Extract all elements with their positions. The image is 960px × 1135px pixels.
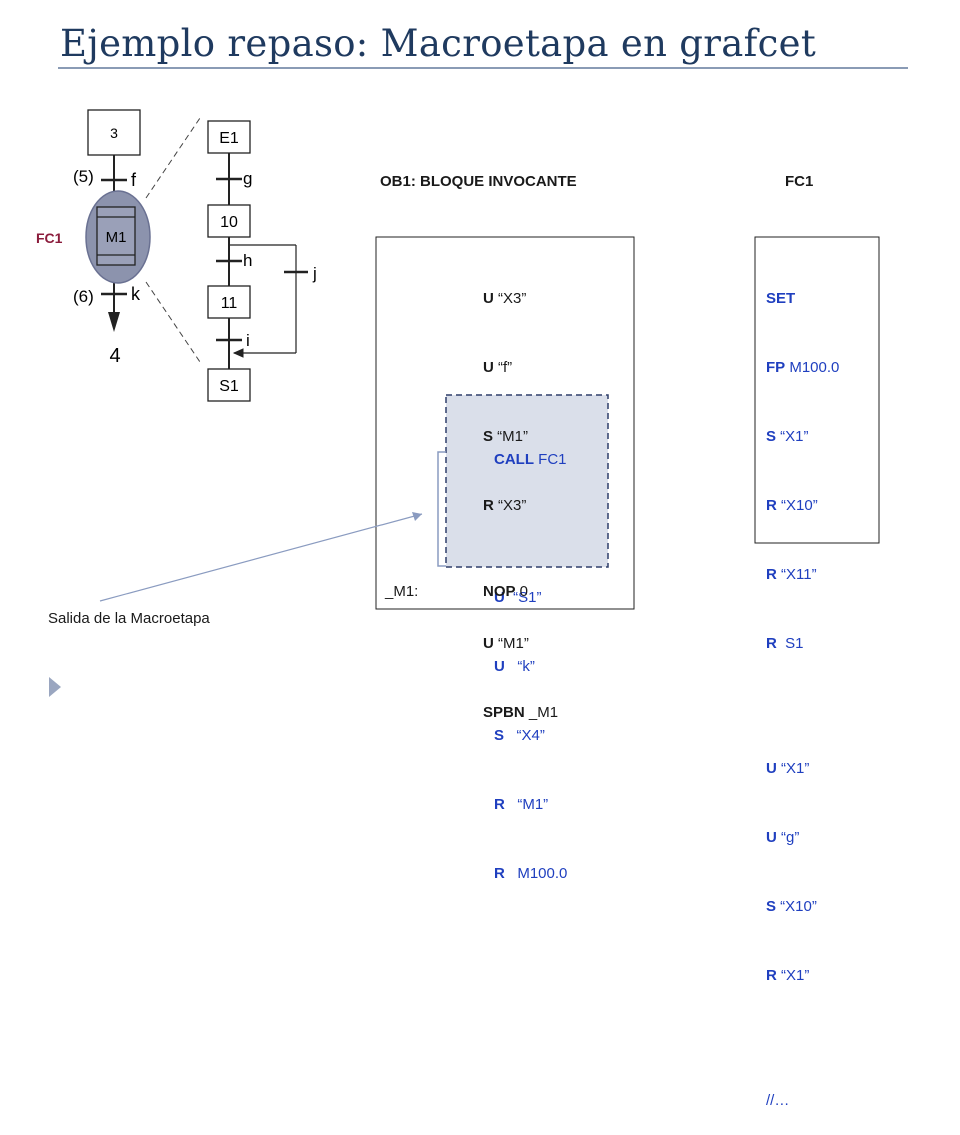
zoom-line-bottom: [145, 281, 201, 363]
code-line: U “f”: [483, 359, 513, 376]
code-line: //…: [766, 1092, 790, 1109]
step-4-label: 4: [109, 345, 120, 367]
step-3-label: 3: [110, 125, 118, 141]
ob1-heading: OB1: BLOQUE INVOCANTE: [380, 173, 577, 190]
ob1-end-line: NOP 0: [483, 583, 529, 600]
code-line: R “X1”: [766, 967, 810, 984]
zoom-line-top: [145, 117, 201, 199]
step-11-label: 11: [221, 295, 238, 312]
label-6: (6): [73, 287, 94, 306]
pointer-arrow-icon: [412, 512, 422, 521]
step-10-box: [207, 204, 251, 238]
step-3-box: [87, 109, 141, 156]
code-line: S “M1”: [483, 428, 529, 445]
code-line: R M100.0: [494, 865, 568, 882]
macro-label: M1: [106, 229, 127, 246]
call-highlight-box: [445, 394, 609, 568]
code-line: R “X10”: [766, 497, 818, 514]
code-line: U “X3”: [483, 290, 527, 307]
fc1-code-box: [754, 236, 880, 544]
code-line: U “X1”: [766, 760, 810, 777]
transition-g-label: g: [243, 169, 252, 188]
code-line: [766, 701, 839, 711]
code-line: [494, 517, 567, 540]
code-line: S “X4”: [494, 727, 545, 744]
grafcet-diagram: 3 (5) f M1 FC1 (6) k 4 E1 g 10 j h 11 i …: [36, 109, 880, 610]
code-line: R “X3”: [483, 497, 527, 514]
code-line: SET: [766, 290, 796, 307]
macro-ref-label: FC1: [36, 230, 63, 246]
transition-k-label: k: [131, 284, 141, 304]
step-s1-box: [207, 368, 251, 402]
step-e1-label: E1: [219, 130, 239, 147]
code-line: R S1: [766, 635, 804, 652]
step-11-box: [207, 285, 251, 319]
down-arrow-icon: [108, 312, 120, 332]
code-line: [766, 1033, 839, 1043]
macro-exit-annotation: Salida de la Macroetapa: [48, 610, 210, 627]
step-e1-box: [207, 120, 251, 154]
code-line: U “g”: [766, 829, 800, 846]
code-line: R “M1”: [494, 796, 549, 813]
code-line: U “S1”: [494, 589, 542, 606]
ob1-call-block: CALL FC1 U “S1” U “k” S “X4” R “M1” R M1…: [494, 402, 567, 908]
code-line: R “X11”: [766, 566, 817, 583]
slide-next-icon[interactable]: [47, 675, 65, 699]
code-line: S “X1”: [766, 428, 809, 445]
transition-i-label: i: [246, 331, 250, 350]
fc1-code: SET FP M100.0 S “X1” R “X10” R “X11” R S…: [766, 241, 839, 1135]
transition-j-label: j: [312, 264, 317, 283]
output-bracket: [437, 451, 446, 567]
code-line: U “M1”: [483, 635, 529, 652]
step-10-label: 10: [220, 214, 238, 231]
slide-title: Ejemplo repaso: Macroetapa en grafcet: [60, 22, 816, 65]
code-line: S “X10”: [766, 898, 817, 915]
transition-f-label: f: [131, 170, 137, 190]
transition-h-label: h: [243, 251, 252, 270]
code-line: SPBN _M1: [483, 704, 559, 721]
code-line: CALL FC1: [494, 451, 567, 468]
pointer-line: [99, 513, 423, 602]
code-line: U “k”: [494, 658, 535, 675]
fc1-heading: FC1: [785, 173, 814, 190]
ob1-code-top: U “X3” U “f” S “M1” R “X3” U “M1” SPBN _…: [483, 241, 558, 747]
step-s1-label: S1: [219, 378, 239, 395]
label-5: (5): [73, 167, 94, 186]
title-underline: [58, 67, 908, 69]
code-line: FP M100.0: [766, 359, 840, 376]
ob1-end-label: _M1:: [385, 583, 419, 600]
